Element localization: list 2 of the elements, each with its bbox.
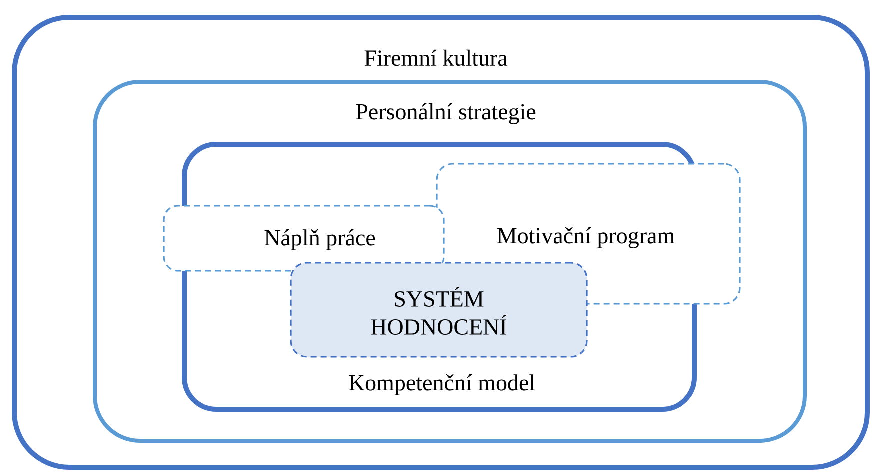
dashed-box: Náplň práce (163, 205, 445, 272)
evaluation-box: SYSTÉM HODNOCENÍ (290, 262, 588, 358)
